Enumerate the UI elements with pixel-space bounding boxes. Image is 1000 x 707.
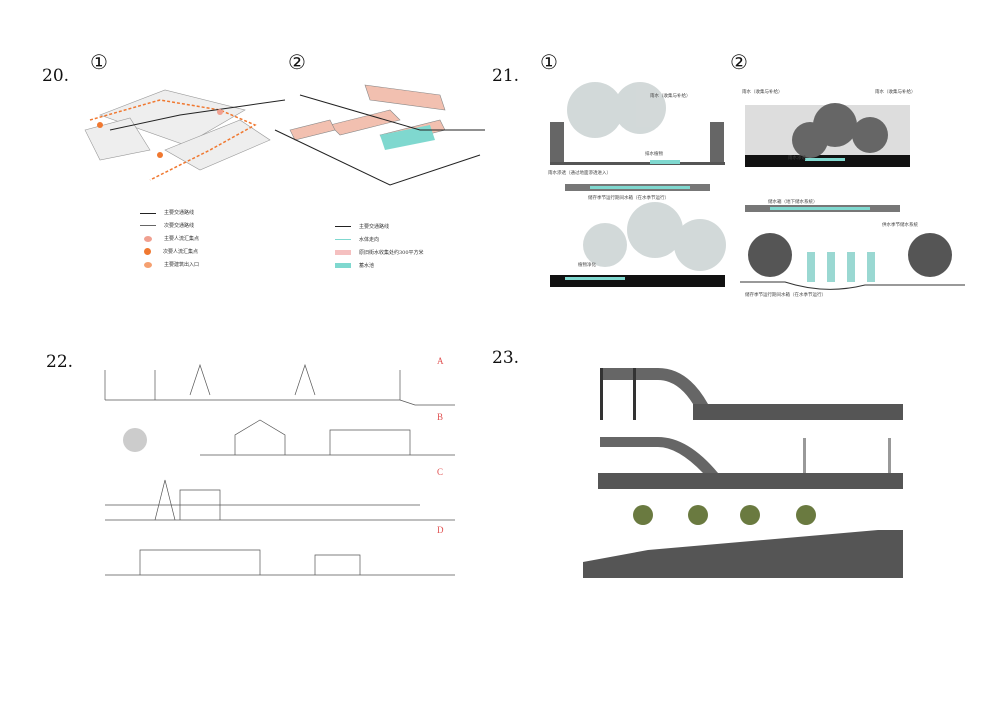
figure-21-view-2: ② [730, 50, 748, 74]
legend-item: 蓄水池 [359, 263, 375, 269]
bridge-sections [583, 368, 903, 578]
label: 雨水渗透 [788, 156, 806, 161]
legend-item: 主要交通路线 [164, 210, 195, 216]
label: 雨水（收集与补给） [650, 94, 691, 99]
rainwater-section-diagrams [550, 82, 965, 290]
site-plan-axonometric-2 [274, 84, 485, 186]
label: 雨水渗透（通过地面渗透进入） [548, 171, 611, 176]
section-label-c: C [437, 467, 444, 477]
figure-20-view-2: ② [288, 50, 306, 74]
legend-item: 次要人流汇集点 [163, 249, 199, 255]
legend-item: 主要交通路线 [359, 224, 390, 230]
legend-item: 水体走向 [359, 237, 380, 243]
figure-21-number: 21. [492, 66, 520, 86]
section-label-d: D [437, 525, 444, 535]
figure-20-number: 20. [42, 66, 70, 86]
legend-right: 主要交通路线 水体走向 原旧街水收集处约300平方米 蓄水池 [335, 220, 424, 272]
figure-23-number: 23. [492, 348, 520, 368]
section-label-b: B [437, 412, 444, 422]
legend-item: 主要人流汇集点 [164, 236, 200, 242]
label: 储水箱（地下储水系统） [768, 200, 818, 205]
label: 储存季节运行期间水箱（在水季节运行） [745, 293, 826, 298]
label: 供水季节储水系统 [882, 223, 918, 228]
elevation-sections [104, 363, 455, 576]
label: 雨水（收集与补给） [875, 90, 916, 95]
section-label-a: A [437, 356, 444, 366]
legend-left: 主要交通路线 次要交通路线 主要人流汇集点 次要人流汇集点 主要建筑出入口 [140, 206, 199, 271]
legend-item: 次要交通路线 [164, 223, 195, 229]
label: 雨水（收集与补给） [742, 90, 783, 95]
label: 排水植物 [645, 152, 663, 157]
site-plan-axonometric-1 [84, 89, 286, 181]
label: 植物净化 [578, 263, 596, 268]
figure-20-view-1: ① [90, 50, 108, 74]
figure-21-view-1: ① [540, 50, 558, 74]
figure-22-number: 22. [46, 352, 74, 372]
legend-item: 原旧街水收集处约300平方米 [359, 250, 424, 256]
legend-item: 主要建筑出入口 [164, 262, 200, 268]
label: 储存季节运行期间水箱（在水季节运行） [588, 196, 669, 201]
